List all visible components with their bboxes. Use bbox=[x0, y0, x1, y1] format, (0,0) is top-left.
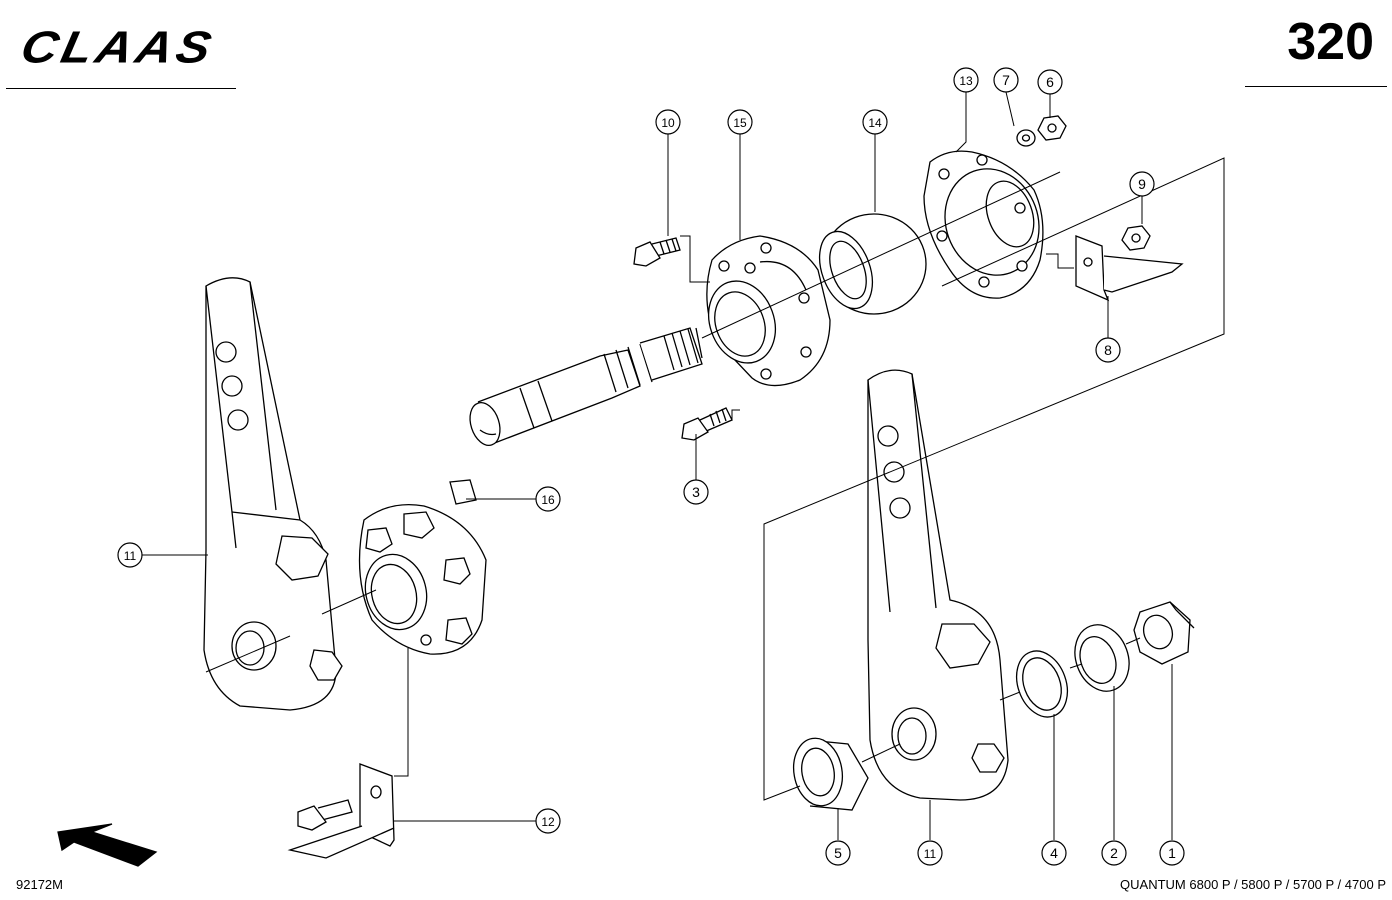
mounting-bracket-lower bbox=[287, 763, 395, 859]
callout-5: 5 bbox=[825, 840, 851, 866]
page-number: 320 bbox=[1287, 13, 1374, 71]
callout-label: 2 bbox=[1110, 845, 1118, 861]
seal-washer bbox=[1015, 650, 1069, 718]
drive-shaft bbox=[469, 327, 703, 447]
callout-14: 14 bbox=[862, 109, 888, 135]
header-rule-right bbox=[1245, 86, 1387, 87]
callout-15: 15 bbox=[727, 109, 753, 135]
callout-11: 11 bbox=[917, 840, 943, 866]
callout-label: 3 bbox=[692, 484, 700, 500]
callout-11: 11 bbox=[117, 542, 143, 568]
callout-label: 8 bbox=[1104, 342, 1112, 358]
hex-nut-large bbox=[1133, 601, 1195, 665]
flange-plate bbox=[923, 150, 1044, 299]
callout-label: 15 bbox=[733, 116, 747, 130]
callout-16: 16 bbox=[535, 486, 561, 512]
bolt-lower bbox=[681, 407, 733, 441]
callout-label: 4 bbox=[1050, 845, 1058, 861]
callout-label: 14 bbox=[868, 116, 882, 130]
callout-label: 9 bbox=[1138, 176, 1146, 192]
callout-2: 2 bbox=[1101, 840, 1127, 866]
flange-bearing-housing bbox=[706, 235, 831, 387]
callout-label: 6 bbox=[1046, 74, 1054, 90]
callout-label: 11 bbox=[924, 847, 937, 861]
callout-label: 16 bbox=[541, 493, 555, 507]
spacer-ring bbox=[1074, 624, 1130, 692]
mounting-bracket-upper bbox=[1075, 235, 1184, 302]
callout-13: 13 bbox=[953, 67, 979, 93]
washer-small bbox=[1016, 129, 1036, 147]
bearing-ball bbox=[818, 213, 927, 315]
callout-label: 5 bbox=[834, 845, 842, 861]
slack-adjuster-arm-right bbox=[867, 369, 1009, 801]
callout-label: 10 bbox=[661, 116, 675, 130]
nut-upper bbox=[1037, 115, 1067, 141]
callout-label: 11 bbox=[124, 549, 137, 563]
bolt-upper bbox=[633, 237, 681, 267]
callout-10: 10 bbox=[655, 109, 681, 135]
grease-flange-housing bbox=[358, 479, 487, 655]
callout-9: 9 bbox=[1129, 171, 1155, 197]
callout-label: 12 bbox=[541, 815, 555, 829]
callout-1: 1 bbox=[1159, 840, 1185, 866]
callout-4: 4 bbox=[1041, 840, 1067, 866]
drawing-id: 92172M bbox=[16, 877, 63, 892]
callout-balloons: 10 15 14 13 7 6 9 8 3 11 16 12 5 11 4 2 1 bbox=[117, 67, 1185, 866]
nut-bracket bbox=[1121, 225, 1151, 251]
callout-3: 3 bbox=[683, 479, 709, 505]
callout-8: 8 bbox=[1095, 337, 1121, 363]
assembly-axis-lines bbox=[205, 157, 1225, 801]
callout-6: 6 bbox=[1037, 69, 1063, 95]
callout-label: 1 bbox=[1168, 845, 1176, 861]
model-range: QUANTUM 6800 P / 5800 P / 5700 P / 4700 … bbox=[1120, 877, 1386, 892]
header-rule-left bbox=[6, 88, 236, 89]
callout-label: 13 bbox=[959, 74, 973, 88]
direction-arrow bbox=[57, 823, 158, 867]
bushing bbox=[792, 737, 869, 811]
callout-12: 12 bbox=[535, 808, 561, 834]
callout-leaders bbox=[142, 91, 1173, 840]
callout-7: 7 bbox=[993, 67, 1019, 93]
slack-adjuster-arm-left bbox=[203, 277, 343, 711]
callout-label: 7 bbox=[1002, 72, 1010, 88]
